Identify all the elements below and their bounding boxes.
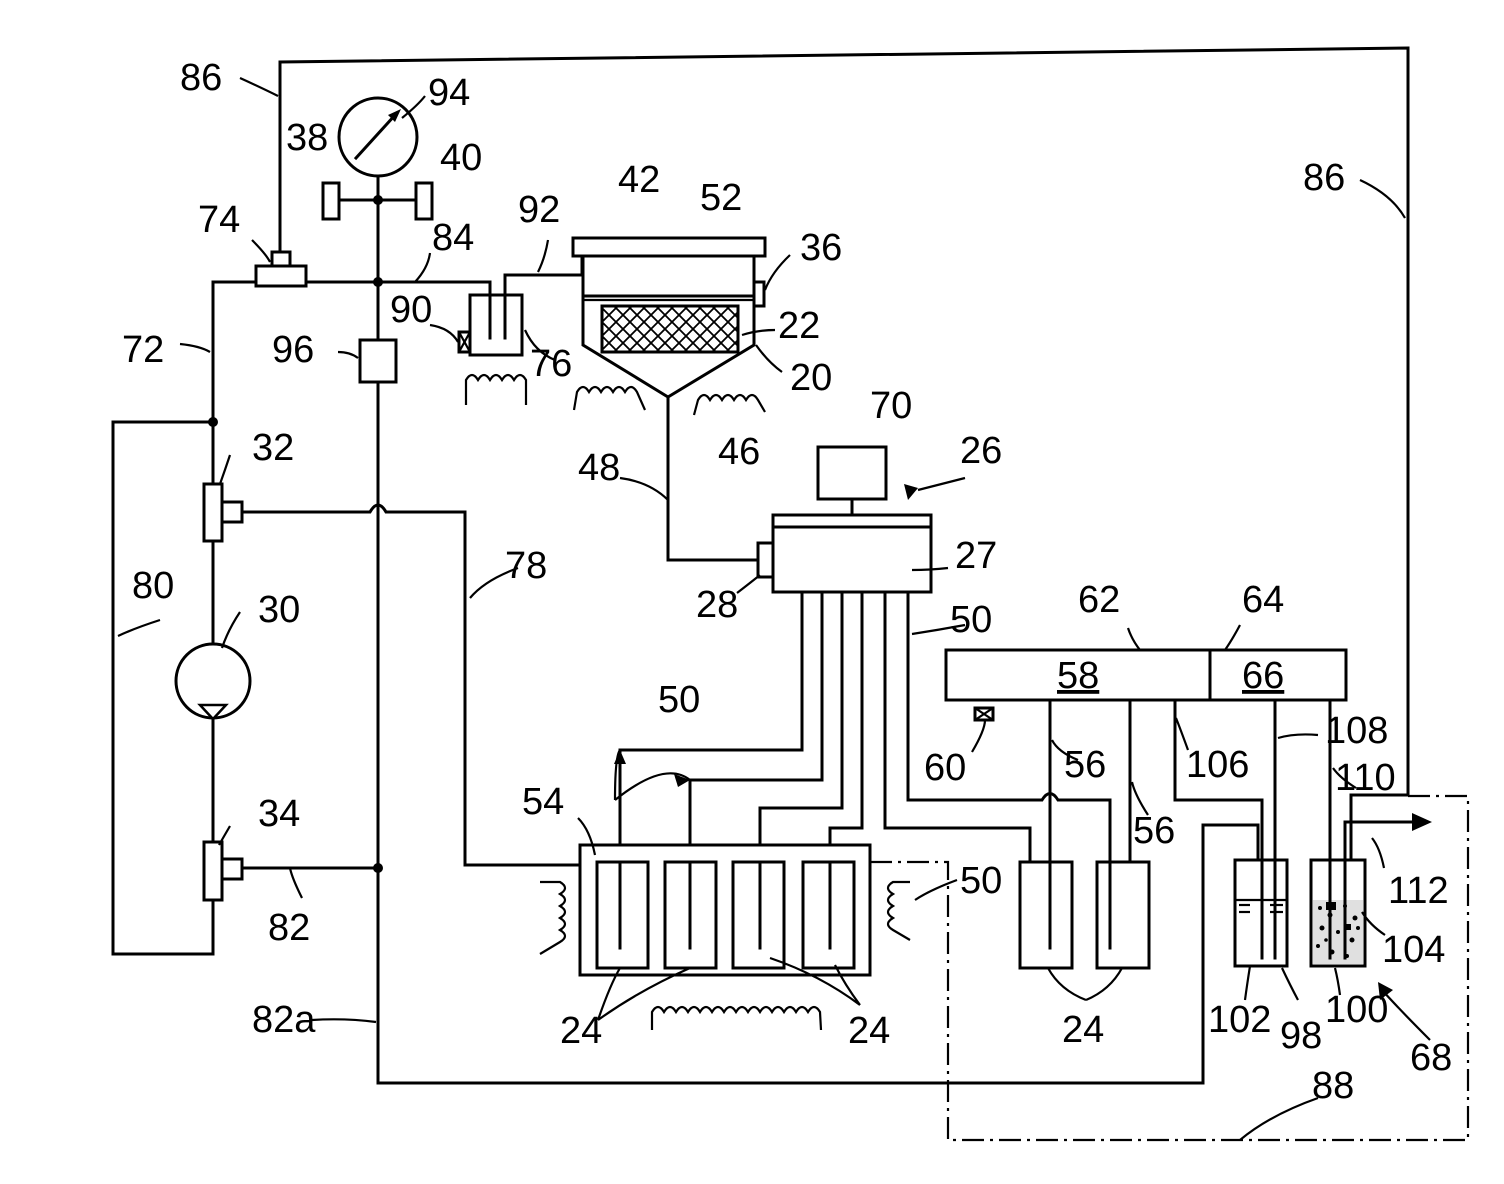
label-80: 80 — [132, 565, 174, 607]
label-38: 38 — [286, 117, 328, 159]
label-40: 40 — [440, 137, 482, 179]
label-66: 66 — [1242, 655, 1284, 697]
label-64: 64 — [1242, 579, 1284, 621]
label-72: 72 — [122, 329, 164, 371]
leader-lines — [118, 78, 1430, 1140]
label-102: 102 — [1208, 999, 1271, 1041]
label-58: 58 — [1057, 655, 1099, 697]
label-24-mid: 24 — [848, 1010, 890, 1052]
trap-76 — [459, 295, 522, 355]
label-86-right: 86 — [1303, 157, 1345, 199]
label-70: 70 — [870, 385, 912, 427]
label-106: 106 — [1186, 744, 1249, 786]
label-36: 36 — [800, 227, 842, 269]
label-26: 26 — [960, 430, 1002, 472]
label-56-upper: 56 — [1064, 744, 1106, 786]
label-86-top: 86 — [180, 57, 222, 99]
label-28: 28 — [696, 584, 738, 626]
label-82: 82 — [268, 907, 310, 949]
label-68: 68 — [1410, 1037, 1452, 1079]
vessel-98 — [1235, 860, 1287, 966]
label-74: 74 — [198, 199, 240, 241]
label-56-lower: 56 — [1133, 810, 1175, 852]
label-48: 48 — [578, 447, 620, 489]
label-34: 34 — [258, 793, 300, 835]
label-32: 32 — [252, 427, 294, 469]
label-50-mid: 50 — [658, 679, 700, 721]
label-96: 96 — [272, 329, 314, 371]
valve-32 — [204, 484, 242, 541]
cell-24-right-1 — [1020, 862, 1072, 968]
valve-74 — [256, 266, 306, 286]
label-90: 90 — [390, 289, 432, 331]
label-24-right: 24 — [1062, 1009, 1104, 1051]
label-42: 42 — [618, 159, 660, 201]
label-50-bottom: 50 — [960, 860, 1002, 902]
pump-30 — [176, 644, 250, 719]
label-46: 46 — [718, 431, 760, 473]
label-24-left: 24 — [560, 1010, 602, 1052]
label-76: 76 — [530, 343, 572, 385]
label-92: 92 — [518, 189, 560, 231]
bath-54 — [580, 845, 870, 975]
vessel-100 — [1311, 860, 1365, 966]
mesh-22 — [602, 306, 738, 352]
port-28 — [758, 543, 773, 577]
label-108: 108 — [1325, 710, 1388, 752]
label-78: 78 — [505, 545, 547, 587]
distributor-27 — [773, 515, 931, 592]
label-98: 98 — [1280, 1015, 1322, 1057]
label-22: 22 — [778, 305, 820, 347]
valve-74-top — [272, 252, 290, 266]
label-104: 104 — [1382, 929, 1445, 971]
cell-24-right-2 — [1097, 862, 1149, 968]
label-62: 62 — [1078, 579, 1120, 621]
label-110: 110 — [1335, 757, 1396, 799]
label-60: 60 — [924, 747, 966, 789]
label-27: 27 — [955, 535, 997, 577]
label-54: 54 — [522, 781, 564, 823]
pressure-gauge-94 — [339, 98, 417, 176]
valve-96 — [360, 340, 396, 382]
valve-34 — [204, 842, 242, 900]
label-94: 94 — [428, 72, 470, 114]
unit-62 — [946, 650, 1346, 720]
label-20: 20 — [790, 357, 832, 399]
label-100: 100 — [1325, 989, 1388, 1031]
label-30: 30 — [258, 589, 300, 631]
label-84: 84 — [432, 217, 474, 259]
label-112: 112 — [1388, 870, 1449, 912]
junction-dots — [208, 195, 383, 873]
sensor-40 — [416, 183, 432, 219]
label-52: 52 — [700, 177, 742, 219]
label-82a: 82a — [252, 999, 316, 1041]
sensor-38 — [323, 183, 339, 219]
label-88: 88 — [1312, 1065, 1354, 1107]
motor-70 — [818, 447, 886, 499]
label-50-right: 50 — [950, 599, 992, 641]
